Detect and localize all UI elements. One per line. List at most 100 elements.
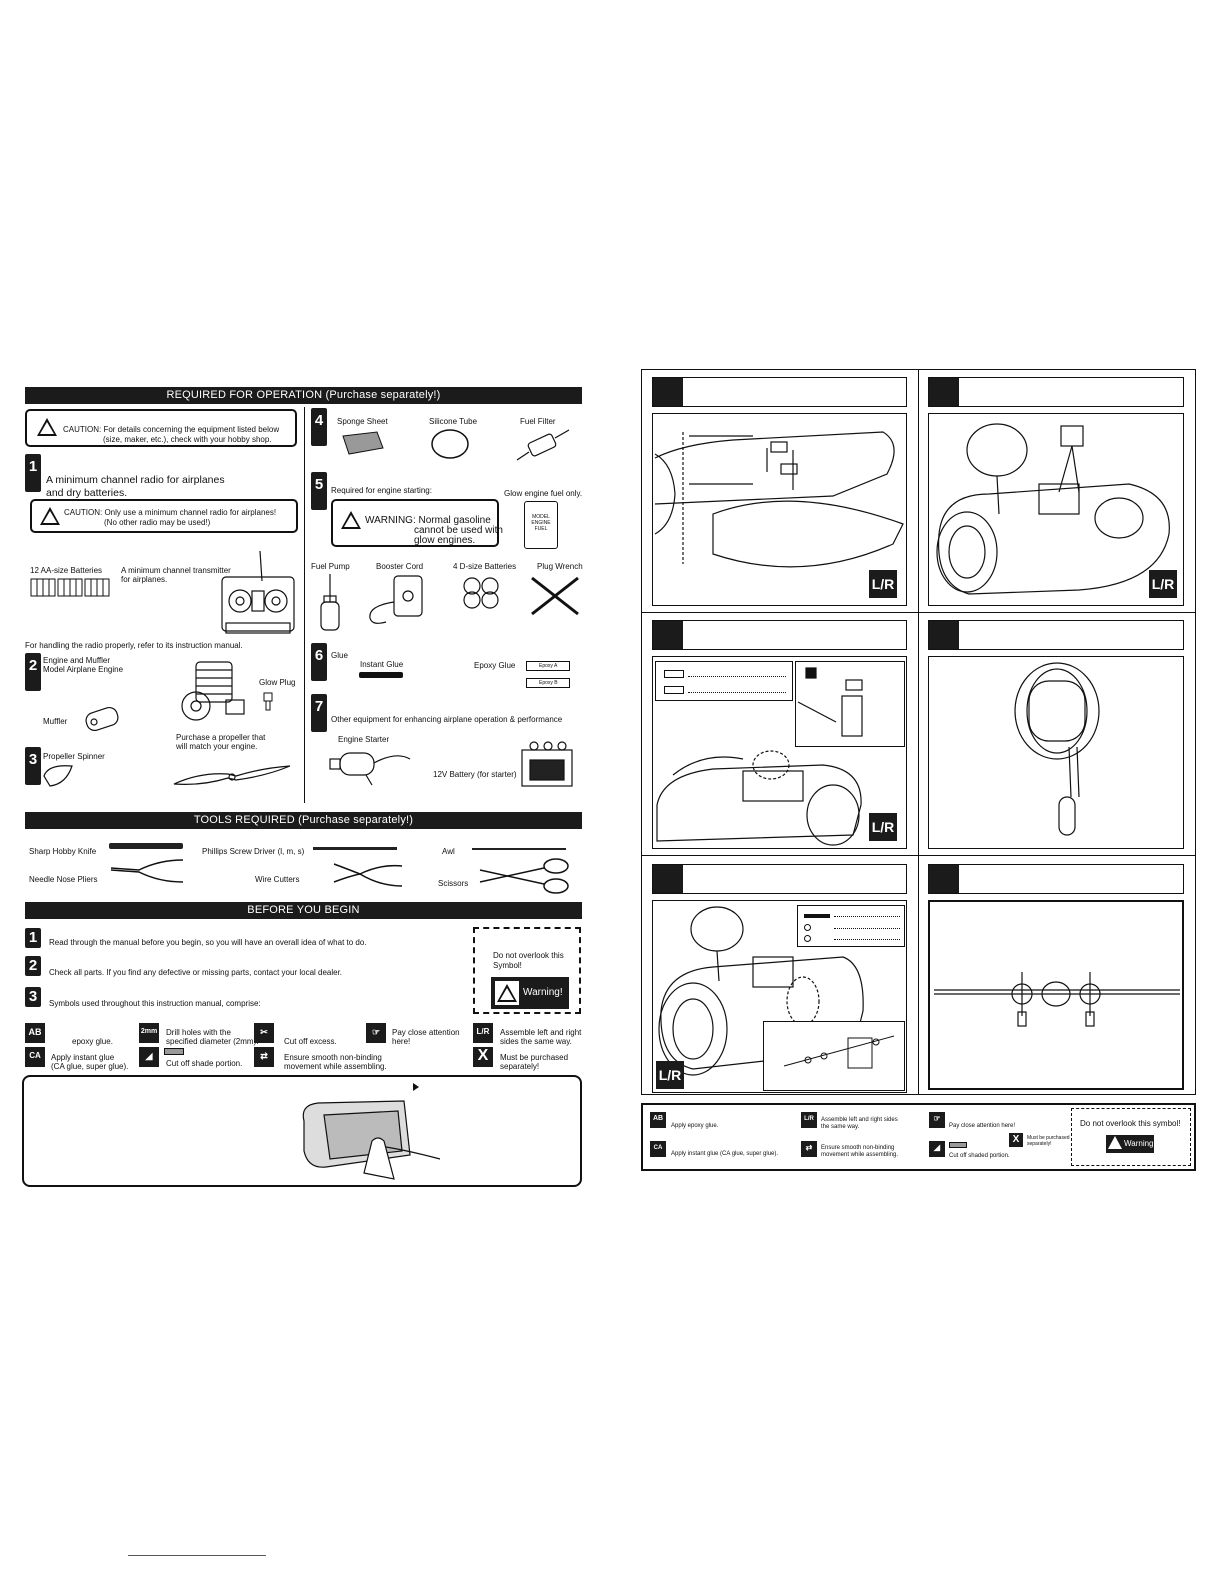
detail-callout [763, 1021, 905, 1091]
symbol-lr-text: sides the same way. [500, 1037, 572, 1046]
step-illustration-6 [928, 900, 1184, 1090]
left-right-icon: L/R [473, 1023, 493, 1043]
warning-box-gasoline: WARNING: Normal gasoline cannot be used … [331, 499, 503, 547]
begin-step-3: Symbols used throughout this instruction… [49, 999, 261, 1008]
warning-badge-label: Warning! [1124, 1139, 1156, 1148]
warning-triangle-icon [341, 511, 361, 529]
tools-title: TOOLS REQUIRED (Purchase separately!) [25, 812, 582, 829]
warning-text: WARNING: Normal gasoline [365, 515, 491, 526]
radio-note: For handling the radio properly, refer t… [25, 641, 243, 650]
scissors-illustration [479, 858, 569, 894]
spinner-illustration [43, 765, 73, 787]
column-divider [304, 407, 305, 803]
symbol-cut-text: Cut off excess. [284, 1037, 337, 1046]
engine-starting-label: Required for engine starting: [331, 486, 432, 495]
detail-callout [795, 661, 905, 747]
step-number-3: 3 [25, 987, 41, 1007]
engine-starter-label: Engine Starter [338, 735, 390, 744]
fuselage-servo-illustration [656, 750, 862, 846]
symbol-smooth-text: Ensure smooth non-binding [284, 1053, 382, 1062]
step-number-2: 2 [25, 653, 41, 691]
warning-text: glow engines. [414, 535, 476, 546]
engine-starter-illustration [329, 752, 411, 786]
epoxy-b-tube: Epoxy B [526, 678, 570, 688]
step-number-5: 5 [311, 472, 327, 510]
d-batteries-illustration [463, 577, 499, 609]
battery-12v-illustration [521, 741, 573, 787]
drill-icon: 2mm [139, 1023, 159, 1043]
ca-glue-icon: CA [25, 1047, 45, 1067]
airplane-front-illustration [934, 972, 1180, 1027]
begin-step-2: Check all parts. If you find any defecti… [49, 968, 343, 977]
tool-pliers-label: Needle Nose Pliers [29, 875, 98, 884]
step-number-3: 3 [25, 747, 41, 785]
tool-cutters-label: Wire Cutters [255, 875, 300, 884]
overlook-symbol-box: Do not overlook this Symbol! Warning! [473, 927, 581, 1014]
tool-screwdriver-label: Phillips Screw Driver (l, m, s) [202, 847, 305, 856]
knife-cut-icon: ✂ [254, 1023, 274, 1043]
item-engine-label: Model Airplane Engine [43, 665, 124, 674]
step-number-1: 1 [25, 454, 41, 492]
parts-callout [797, 905, 905, 947]
warning-triangle-icon [1108, 1136, 1122, 1149]
glow-plug-label: Glow Plug [259, 678, 296, 687]
glow-fuel-label: Glow engine fuel only. [504, 489, 583, 498]
symbol-drill-text: specified diameter (2mm). [166, 1037, 259, 1046]
fuel-pump-illustration [320, 574, 340, 631]
warning-triangle-icon [40, 507, 60, 525]
link-underline[interactable] [128, 1555, 266, 1556]
shade-cut-icon: ◢ [139, 1047, 159, 1067]
step-illustration-3: L/R [652, 656, 907, 849]
left-right-icon: L/R [656, 1061, 684, 1089]
warning-badge: Warning! [1106, 1135, 1156, 1153]
legend-purchase: Must be purchased [1027, 1135, 1070, 1141]
symbol-ca-text: (CA glue, super glue). [51, 1062, 129, 1071]
glow-plug-illustration [263, 692, 273, 711]
step-header-6 [928, 864, 1184, 894]
begin-title: BEFORE YOU BEGIN [25, 902, 582, 919]
caution-text: (No other radio may be used!) [104, 518, 211, 527]
landing-gear-illustration [1014, 662, 1100, 836]
item-radio-text: and dry batteries. [46, 487, 128, 499]
muffler-illustration [85, 706, 119, 732]
overlook-symbol-box: Do not overlook this symbol! Warning! [1071, 1108, 1191, 1166]
caution-box-radio: CAUTION: Only use a minimum channel radi… [30, 499, 298, 533]
symbol-smooth-text: movement while assembling. [284, 1062, 387, 1071]
symbols-legend: AB Apply epoxy glue. L/R Assemble left a… [641, 1103, 1196, 1171]
step-number-1: 1 [25, 928, 41, 948]
epoxy-a-tube: Epoxy A [526, 661, 570, 671]
parts-callout [655, 661, 793, 701]
engine-illustration [181, 661, 245, 721]
aa-batteries-illustration [30, 578, 110, 597]
left-right-icon: L/R [869, 813, 897, 841]
awl-illustration [472, 848, 566, 850]
muffler-label: Muffler [43, 717, 68, 726]
fuel-filter-illustration [516, 429, 570, 461]
caution-text: CAUTION: Only use a minimum channel radi… [64, 508, 277, 517]
symbol-purchase-text: separately! [500, 1062, 540, 1071]
smooth-movement-icon: ⇄ [254, 1047, 274, 1067]
step-number-2: 2 [25, 956, 41, 976]
legend-shade: Cut off shaded portion. [949, 1153, 1010, 1159]
step-header-3 [652, 620, 907, 650]
booster-cord-label: Booster Cord [376, 562, 424, 571]
warning-badge: Warning! [491, 977, 569, 1009]
pointing-hand-icon: ☞ [366, 1023, 386, 1043]
left-right-icon: L/R [1149, 570, 1177, 598]
step-illustration-5: L/R [652, 900, 907, 1093]
propeller-note: will match your engine. [176, 742, 258, 751]
other-equipment-label: Other equipment for enhancing airplane o… [331, 715, 563, 724]
d-batteries-label: 4 D-size Batteries [453, 562, 517, 571]
ab-epoxy-icon: AB [650, 1112, 666, 1128]
plug-wrench-label: Plug Wrench [537, 562, 583, 571]
propeller-note: Purchase a propeller that [176, 733, 266, 742]
sponge-sheet-label: Sponge Sheet [337, 417, 388, 426]
arrow-right-icon [413, 1083, 419, 1091]
steps-divider-vertical [918, 369, 919, 1095]
step-header-4 [928, 620, 1184, 650]
silicone-tube-label: Silicone Tube [429, 417, 478, 426]
nacelle-hatch-illustration [658, 906, 864, 1076]
steps-divider [641, 855, 1196, 856]
step-number-4: 4 [311, 408, 327, 446]
epoxy-glue-label: Epoxy Glue [474, 661, 516, 670]
